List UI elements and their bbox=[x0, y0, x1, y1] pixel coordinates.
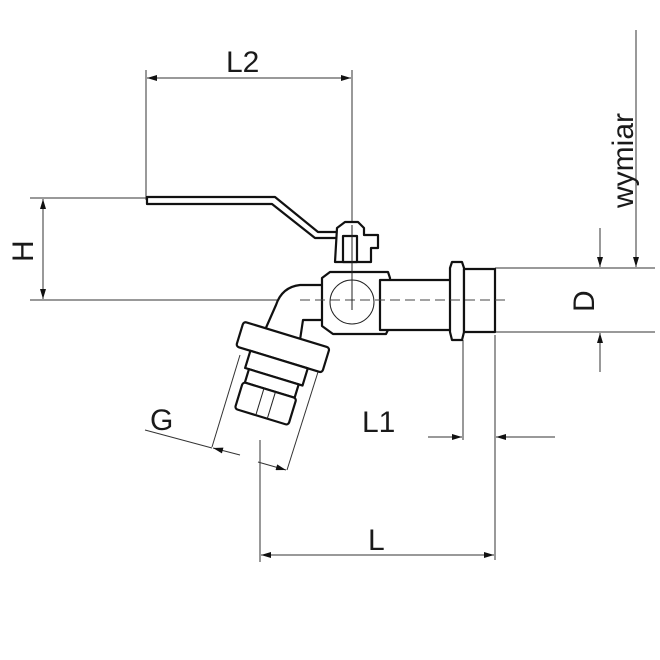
label-l1: L1 bbox=[362, 406, 395, 439]
ball-valve bbox=[145, 195, 510, 426]
label-l2: L2 bbox=[226, 46, 259, 79]
dimension-h: H bbox=[7, 197, 290, 301]
label-wymiar: wymiar bbox=[607, 113, 640, 209]
dimension-l2: L2 bbox=[145, 46, 353, 225]
dimension-l1: L1 bbox=[362, 335, 555, 560]
lever-handle bbox=[145, 195, 347, 240]
hex-nut bbox=[448, 260, 466, 342]
label-l: L bbox=[368, 524, 385, 557]
pipe bbox=[378, 278, 454, 332]
dimension-g: G bbox=[144, 354, 319, 471]
label-d: D bbox=[568, 290, 601, 312]
dimension-l: L bbox=[259, 440, 494, 562]
dimension-d: wymiar D bbox=[495, 30, 655, 372]
label-h: H bbox=[7, 240, 40, 262]
spout-elbow bbox=[263, 283, 332, 342]
label-g: G bbox=[150, 404, 173, 437]
